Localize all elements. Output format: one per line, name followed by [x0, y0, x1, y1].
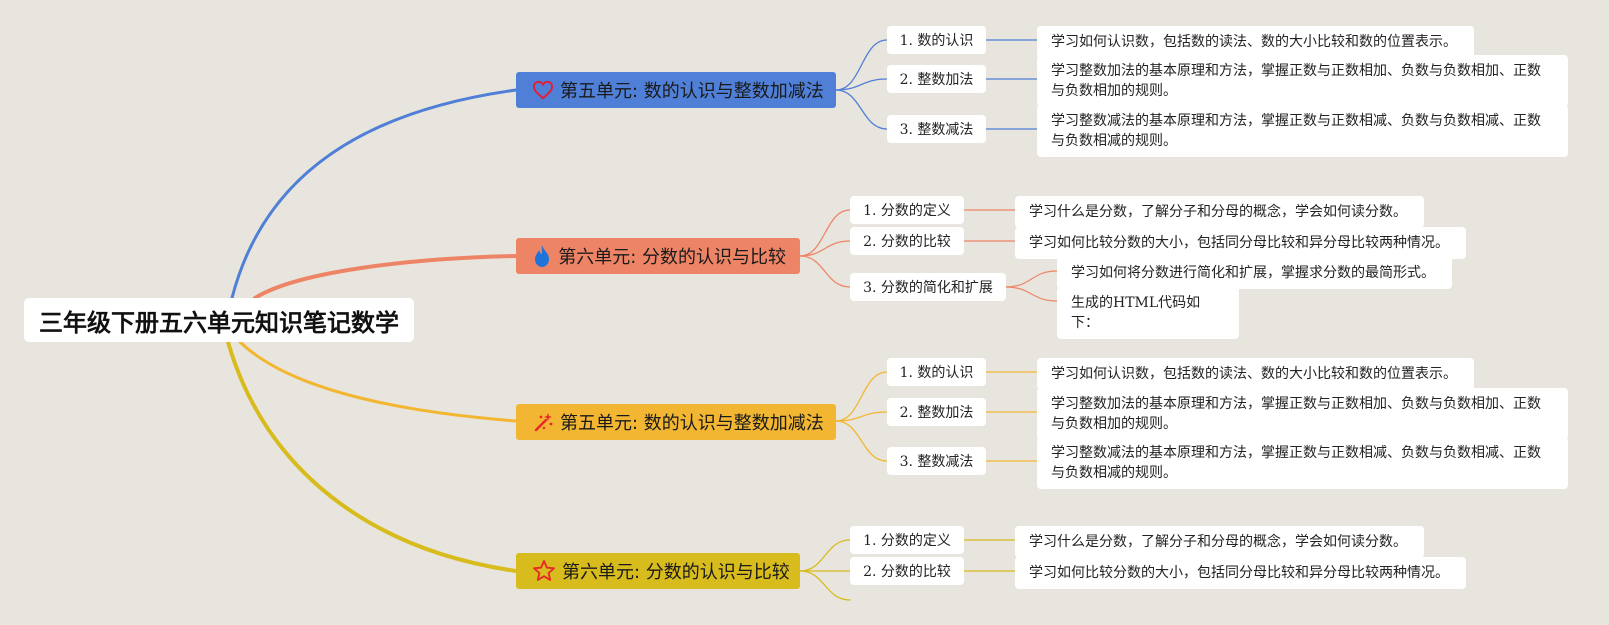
topic-integer-addition[interactable]: 2. 整数加法 [887, 398, 986, 426]
connector-topic-note [1005, 286, 1058, 302]
connector-branch-topic [835, 411, 888, 422]
topic-label: 1. 分数的定义 [863, 533, 951, 549]
connector-branch-topic [799, 240, 851, 257]
sparkle-icon [532, 410, 554, 434]
connector-branch-topic [799, 255, 851, 288]
topic-label: 2. 分数的比较 [863, 564, 951, 580]
note-text: 生成的HTML代码如下： [1071, 295, 1201, 331]
note-text: 学习如何认识数，包括数的读法、数的大小比较和数的位置表示。 [1051, 34, 1457, 50]
connector-branch-topic [835, 420, 888, 462]
connector-branch-topic [835, 78, 888, 91]
note-integer-subtraction[interactable]: 学习整数减法的基本原理和方法，掌握正数与正数相减、负数与负数相减、正数与负数相减… [1037, 437, 1568, 489]
connector-root-branch [238, 340, 518, 423]
note-text: 学习如何认识数，包括数的读法、数的大小比较和数的位置表示。 [1051, 366, 1457, 382]
connector-topic-note [1005, 270, 1058, 288]
topic-label: 1. 数的认识 [899, 365, 974, 381]
note-integer-addition[interactable]: 学习整数加法的基本原理和方法，掌握正数与正数相加、负数与负数相加、正数与负数相加… [1037, 388, 1568, 440]
note-fraction-comparison[interactable]: 学习如何比较分数的大小，包括同分母比较和异分母比较两种情况。 [1015, 557, 1466, 589]
topic-fraction-simplify[interactable]: 3. 分数的简化和扩展 [850, 273, 1006, 301]
branch-label: 第五单元: 数的认识与整数加减法 [560, 81, 824, 102]
connector-root-branch [253, 254, 518, 300]
topic-label: 3. 分数的简化和扩展 [863, 280, 993, 296]
note-fraction-simplify[interactable]: 学习如何将分数进行简化和扩展，掌握求分数的最简形式。 [1057, 257, 1452, 289]
flame-icon [532, 244, 552, 268]
note-fraction-definition[interactable]: 学习什么是分数，了解分子和分母的概念，学会如何读分数。 [1015, 526, 1424, 558]
heart-icon [532, 78, 554, 102]
branch-label: 第六单元: 分数的认识与比较 [562, 562, 790, 583]
topic-fraction-definition[interactable]: 1. 分数的定义 [850, 526, 964, 554]
topic-fraction-comparison[interactable]: 2. 分数的比较 [850, 227, 964, 255]
topic-label: 2. 分数的比较 [863, 234, 951, 250]
note-fraction-definition[interactable]: 学习什么是分数，了解分子和分母的概念，学会如何读分数。 [1015, 196, 1424, 228]
branch-unit6-a[interactable]: 第六单元: 分数的认识与比较 [516, 238, 800, 274]
note-integer-addition[interactable]: 学习整数加法的基本原理和方法，掌握正数与正数相加、负数与负数相加、正数与负数相加… [1037, 55, 1568, 107]
topic-label: 1. 分数的定义 [863, 203, 951, 219]
connector-root-branch [226, 340, 518, 573]
note-fraction-comparison[interactable]: 学习如何比较分数的大小，包括同分母比较和异分母比较两种情况。 [1015, 227, 1466, 259]
star-icon [532, 559, 556, 583]
note-text: 学习整数减法的基本原理和方法，掌握正数与正数相减、负数与负数相减、正数与负数相减… [1051, 113, 1541, 149]
note-text: 学习整数加法的基本原理和方法，掌握正数与正数相加、负数与负数相加、正数与负数相加… [1051, 63, 1541, 99]
topic-label: 2. 整数加法 [899, 72, 974, 88]
topic-label: 3. 整数减法 [899, 454, 974, 470]
branch-unit6-b[interactable]: 第六单元: 分数的认识与比较 [516, 553, 800, 589]
root-title: 三年级下册五六单元知识笔记数学 [39, 308, 399, 337]
note-text: 学习什么是分数，了解分子和分母的概念，学会如何读分数。 [1029, 204, 1407, 220]
topic-integer-subtraction[interactable]: 3. 整数减法 [887, 447, 986, 475]
topic-label: 2. 整数加法 [899, 405, 974, 421]
connector-branch-topic [799, 570, 851, 601]
note-integer-subtraction[interactable]: 学习整数减法的基本原理和方法，掌握正数与正数相减、负数与负数相减、正数与负数相减… [1037, 105, 1568, 157]
topic-integer-subtraction[interactable]: 3. 整数减法 [887, 115, 986, 143]
branch-unit5-a[interactable]: 第五单元: 数的认识与整数加减法 [516, 72, 836, 108]
branch-label: 第五单元: 数的认识与整数加减法 [560, 413, 824, 434]
connector-branch-topic [799, 539, 851, 572]
branch-unit5-b[interactable]: 第五单元: 数的认识与整数加减法 [516, 404, 836, 440]
note-text: 学习什么是分数，了解分子和分母的概念，学会如何读分数。 [1029, 534, 1407, 550]
connector-branch-topic [835, 89, 888, 130]
note-text: 学习如何比较分数的大小，包括同分母比较和异分母比较两种情况。 [1029, 235, 1449, 251]
note-text: 学习整数减法的基本原理和方法，掌握正数与正数相减、负数与负数相减、正数与负数相减… [1051, 445, 1541, 481]
note-text: 学习整数加法的基本原理和方法，掌握正数与正数相加、负数与负数相加、正数与负数相加… [1051, 396, 1541, 432]
connector-root-branch [230, 88, 518, 300]
note-number-recognition[interactable]: 学习如何认识数，包括数的读法、数的大小比较和数的位置表示。 [1037, 358, 1474, 390]
topic-number-recognition[interactable]: 1. 数的认识 [887, 358, 986, 386]
note-text: 学习如何比较分数的大小，包括同分母比较和异分母比较两种情况。 [1029, 565, 1449, 581]
root-topic[interactable]: 三年级下册五六单元知识笔记数学 [24, 298, 414, 342]
branch-label: 第六单元: 分数的认识与比较 [558, 247, 786, 268]
connector-branch-topic [835, 39, 888, 91]
note-number-recognition[interactable]: 学习如何认识数，包括数的读法、数的大小比较和数的位置表示。 [1037, 26, 1474, 58]
connector-branch-topic [799, 209, 851, 257]
note-text: 学习如何将分数进行简化和扩展，掌握求分数的最简形式。 [1071, 265, 1435, 281]
topic-label: 3. 整数减法 [899, 122, 974, 138]
note-html-output[interactable]: 生成的HTML代码如下： [1057, 287, 1239, 339]
topic-number-recognition[interactable]: 1. 数的认识 [887, 26, 986, 54]
topic-fraction-comparison[interactable]: 2. 分数的比较 [850, 557, 964, 585]
connector-branch-topic [835, 371, 888, 422]
topic-label: 1. 数的认识 [899, 33, 974, 49]
topic-integer-addition[interactable]: 2. 整数加法 [887, 65, 986, 93]
topic-fraction-definition[interactable]: 1. 分数的定义 [850, 196, 964, 224]
